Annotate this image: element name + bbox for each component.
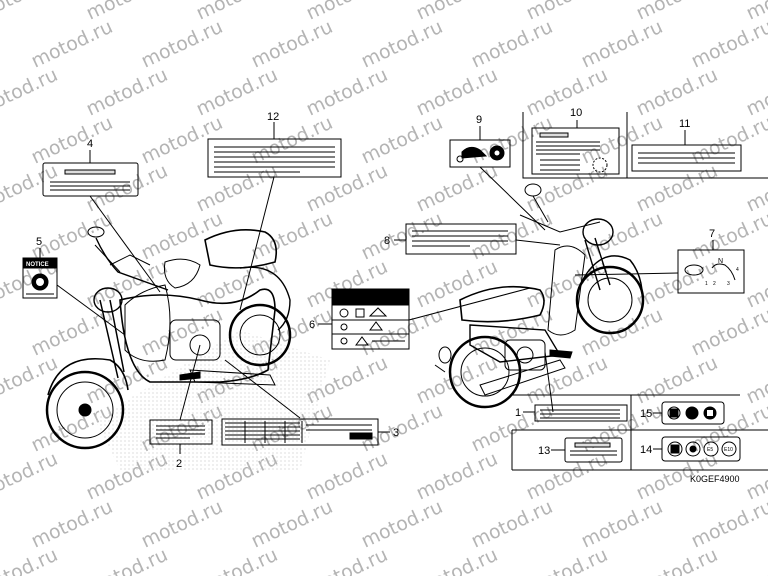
callout-1: 1 [515, 407, 521, 419]
watermark-text: motod.ru [248, 208, 336, 265]
watermark-text: motod.ru [358, 16, 446, 73]
watermark-text: motod.ru [0, 544, 61, 576]
watermark-text: motod.ru [83, 256, 171, 313]
label-part-10 [531, 127, 620, 175]
watermark-text: motod.ru [0, 64, 61, 121]
callout-2: 2 [176, 458, 182, 470]
watermark-text: motod.ru [578, 208, 666, 265]
watermark-text: motod.ru [413, 448, 501, 505]
watermark-text: motod.ru [358, 112, 446, 169]
watermark-text: motod.ru [633, 256, 721, 313]
watermark-text: motod.ru [578, 16, 666, 73]
watermark-text: motod.ru [743, 544, 768, 576]
watermark-text: motod.ru [523, 448, 611, 505]
gear-4: 4 [736, 267, 739, 273]
watermark-text: motod.ru [688, 496, 768, 553]
watermark-text: motod.ru [413, 352, 501, 409]
e5-icon: E5 [707, 447, 713, 453]
watermark-text: motod.ru [28, 112, 116, 169]
watermark-text: motod.ru [83, 544, 171, 576]
label-part-11 [631, 144, 742, 172]
watermark-text: motod.ru [358, 304, 446, 361]
callout-3: 3 [393, 427, 399, 439]
labels [22, 112, 768, 471]
gear-n: N [718, 258, 723, 265]
watermark-text: motod.ru [578, 112, 666, 169]
leader-lines [39, 120, 714, 454]
watermark-text: motod.ru [468, 16, 556, 73]
watermark-text: motod.ru [413, 160, 501, 217]
callout-numbers: 4 5 12 2 3 6 8 9 10 11 7 1 13 15 14 [36, 107, 715, 470]
watermark-text: motod.ru [413, 256, 501, 313]
watermark-text: motod.ru [248, 496, 336, 553]
callout-5: 5 [36, 236, 42, 248]
watermark-text: motod.ru [578, 496, 666, 553]
watermark-text: motod.ru [83, 64, 171, 121]
watermark-text: motod.ru [303, 160, 391, 217]
watermark-text: motod.ru [688, 112, 768, 169]
callout-9: 9 [476, 114, 482, 126]
watermark-text: motod.ru [138, 112, 226, 169]
callout-11: 11 [679, 118, 690, 130]
watermark-text: motod.ru [193, 160, 281, 217]
watermark-text: motod.ru [0, 352, 61, 409]
label-part-6 [331, 288, 410, 350]
watermark-text: motod.ru [413, 64, 501, 121]
e10-icon: E10 [724, 447, 733, 453]
watermark-text: motod.ru [468, 496, 556, 553]
watermark-text: motod.ru [578, 304, 666, 361]
callout-4: 4 [87, 138, 93, 150]
watermark-text: motod.ru [633, 160, 721, 217]
callout-7: 7 [709, 228, 715, 240]
watermark-text: motod.ru [358, 400, 446, 457]
watermark-text: motod.ru [688, 16, 768, 73]
callout-15: 15 [640, 408, 652, 420]
watermark-text: motod.ru [523, 160, 611, 217]
notice-label-text: NOTICE [26, 262, 49, 268]
diagram-code: K0GEF4900 [690, 474, 740, 484]
watermark-text: motod.ru [248, 16, 336, 73]
gear-2: 2 [713, 281, 716, 287]
callout-8: 8 [384, 235, 390, 247]
watermark-text: motod.ru [523, 544, 611, 576]
gear-1: 1 [705, 281, 708, 287]
watermark-text: motod.ru [688, 208, 768, 265]
watermark-text: motod.ru [28, 16, 116, 73]
watermark-text: motod.ru [633, 544, 721, 576]
watermark-text: motod.ru [688, 304, 768, 361]
watermark-text: motod.ru [28, 496, 116, 553]
callout-6: 6 [309, 319, 315, 331]
callout-14: 14 [640, 444, 652, 456]
watermark-text: motod.ru [248, 112, 336, 169]
callout-12: 12 [267, 111, 279, 123]
watermark-text: motod.ru [303, 448, 391, 505]
watermark-text: motod.ru [303, 544, 391, 576]
watermark-text: motod.ru [358, 496, 446, 553]
label-part-1 [534, 404, 628, 422]
label-part-7 [677, 249, 745, 294]
watermark-text: motod.ru [193, 544, 281, 576]
watermark-text: motod.ru [633, 352, 721, 409]
watermark-text: motod.ru [0, 160, 61, 217]
watermark-text: motod.ru [633, 64, 721, 121]
watermark-text: motod.ru [0, 0, 61, 25]
watermark-text: motod.ru [413, 544, 501, 576]
watermark-text: motod.ru [523, 352, 611, 409]
watermark-text: motod.ru [0, 448, 61, 505]
gear-3: 3 [727, 281, 730, 287]
watermark-text: motod.ru [138, 16, 226, 73]
watermark-text: motod.ru [138, 496, 226, 553]
callout-10: 10 [570, 107, 582, 119]
watermark-text: motod.ru [523, 64, 611, 121]
right-motorcycle-drawing [434, 183, 645, 409]
label-part-2 [149, 419, 213, 445]
callout-13: 13 [538, 445, 550, 457]
label-part-8 [405, 223, 517, 255]
watermark-text: motod.ru [83, 160, 171, 217]
watermark-text: motod.ru [303, 64, 391, 121]
